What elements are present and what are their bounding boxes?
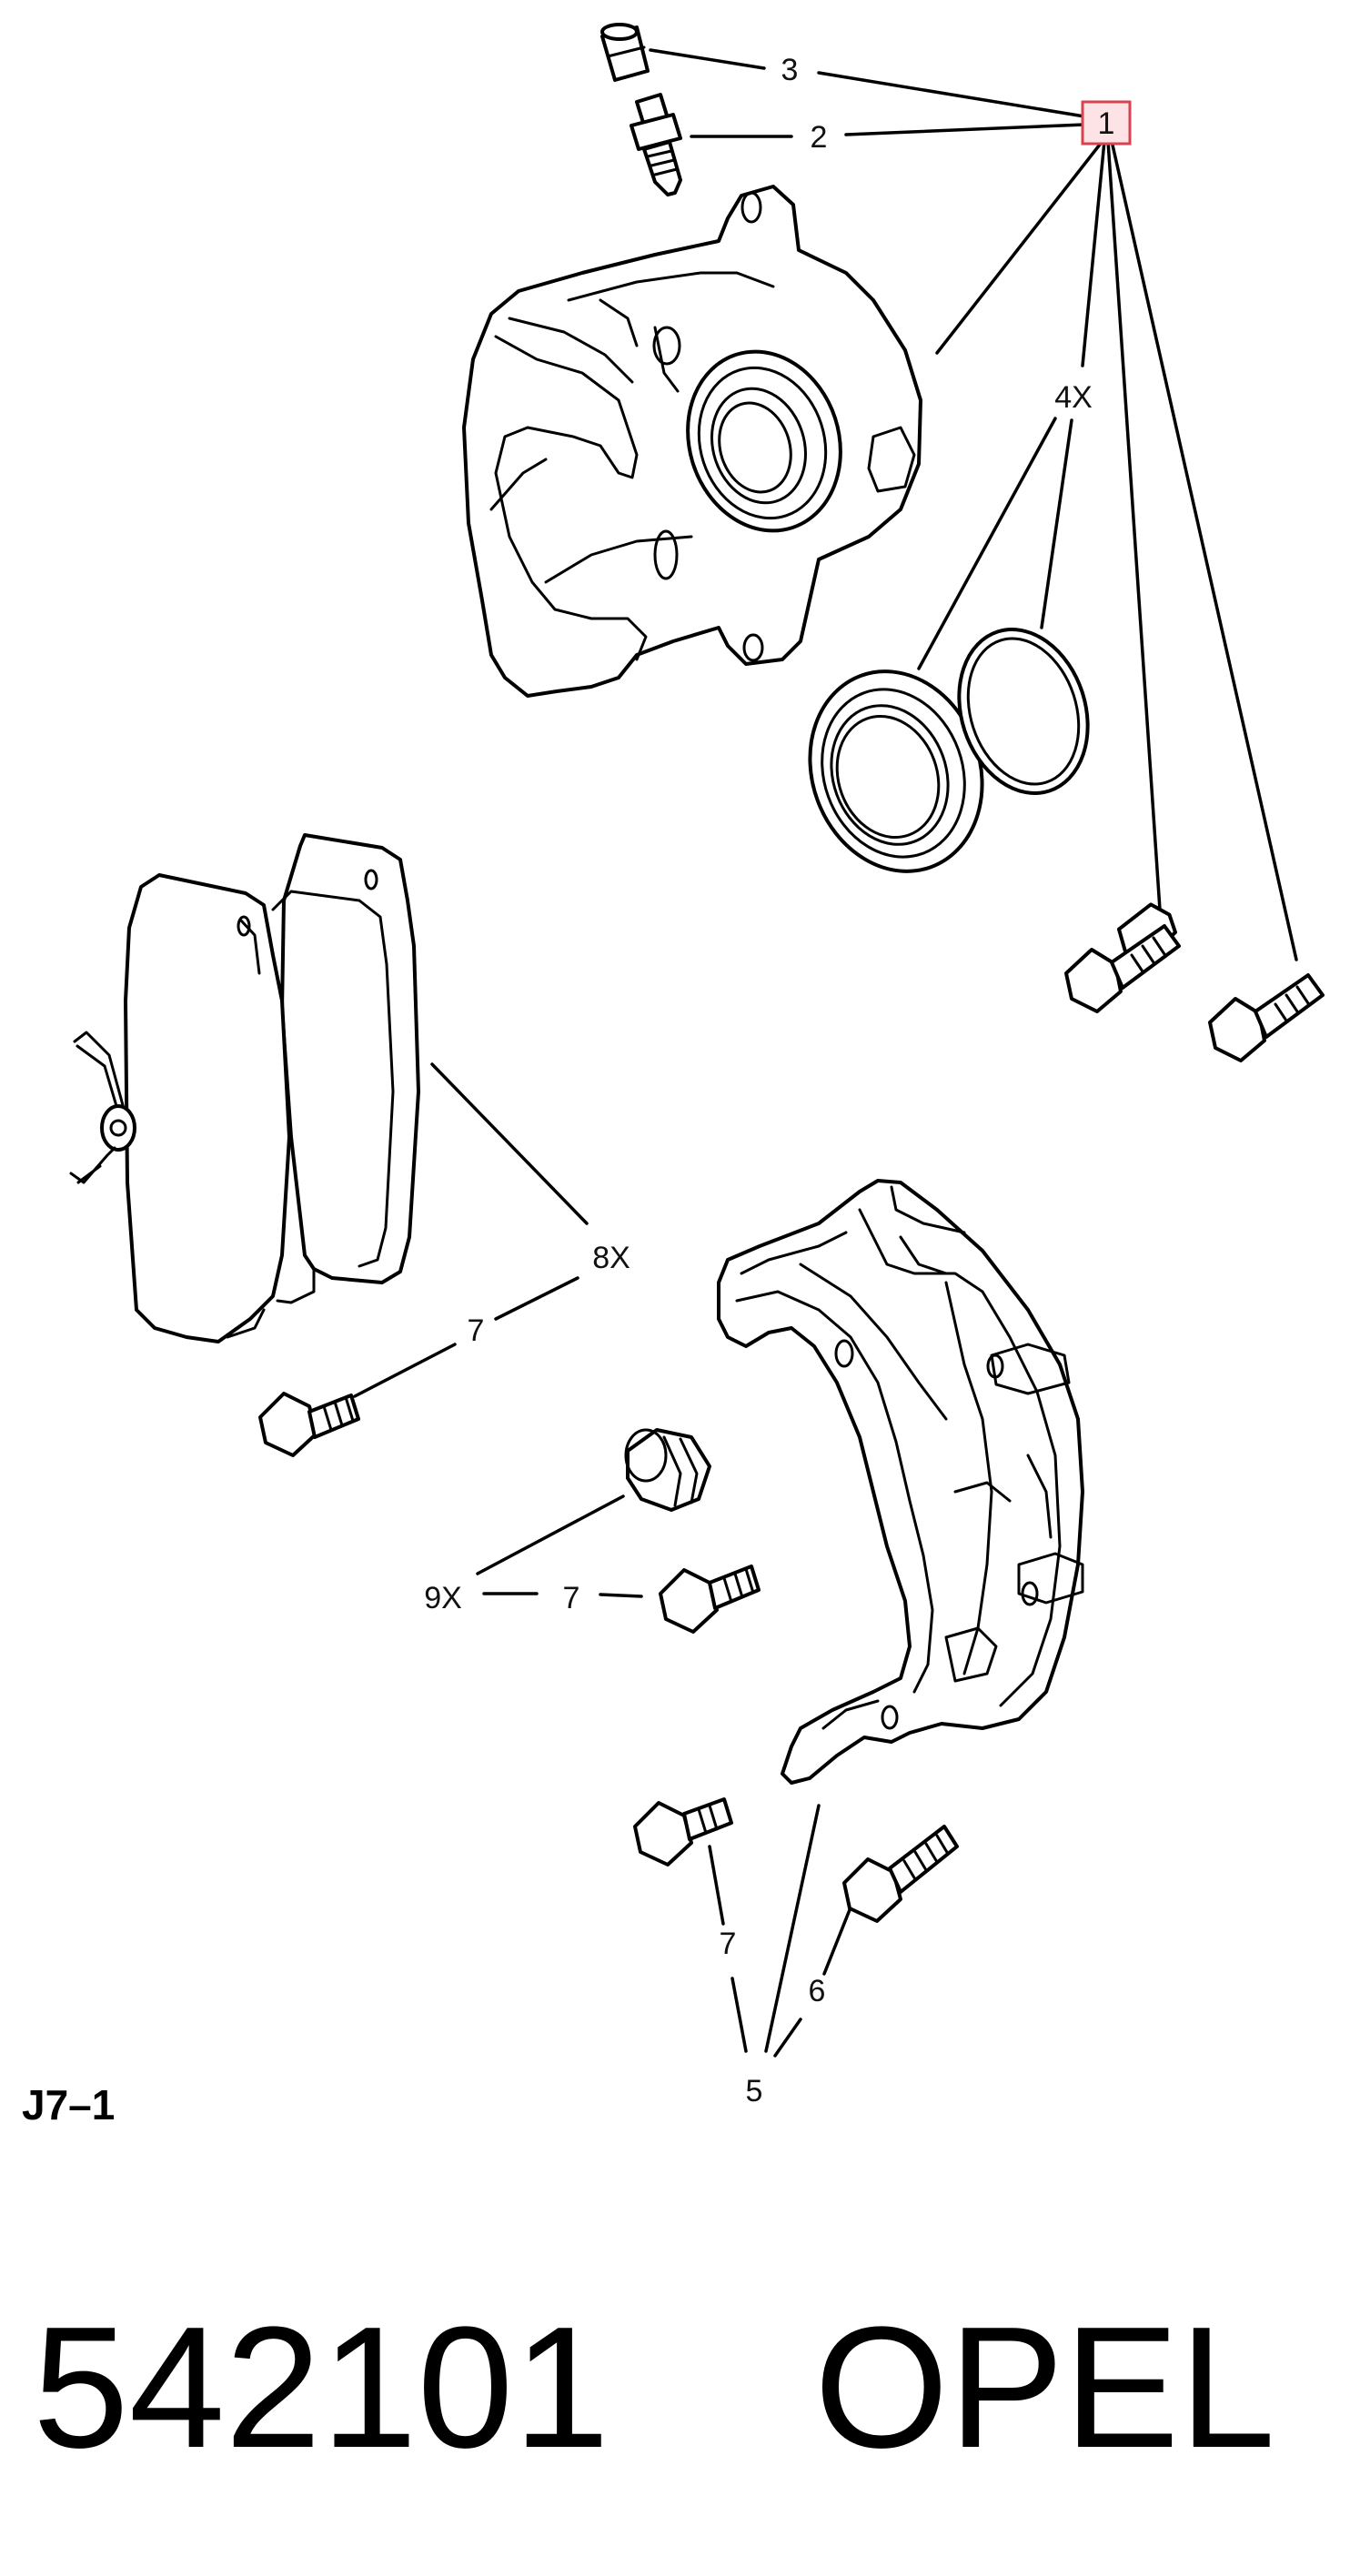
callout-2: 2 [811,120,828,155]
carrier-bolt-short [633,1797,733,1867]
brake-pad-rear [271,833,420,1284]
bleed-valve-dust-cap [600,23,650,82]
callout-labels: 1 3 2 4X 8X 7 9X 7 7 6 5 [424,53,1132,2108]
bleed-valve [630,93,682,196]
guide-bolt [659,1565,761,1634]
callout-8x: 8X [592,1241,630,1275]
carrier-bolt-long [842,1825,959,1923]
brand-name: OPEL [814,2291,1275,2484]
callout-4x: 4X [1054,380,1093,415]
brake-caliper-housing [462,185,922,698]
callout-1: 1 [1098,106,1115,141]
callout-3: 3 [781,53,799,87]
leader-lines [353,48,1298,2058]
pad-wear-indicator-clip [69,1031,136,1184]
caliper-bolt-left [1064,902,1181,1013]
piston-seal-ring [957,628,1090,795]
caliper-carrier-bracket [717,1179,1084,1785]
callout-7-pad-bolt: 7 [468,1313,485,1348]
callout-5: 5 [746,2074,763,2108]
caliper-bolt-right [1208,973,1325,1062]
callout-7-carrier-bolt: 7 [720,1927,737,1961]
guide-pin-bushing [624,1428,711,1512]
diagram-reference-code: J7–1 [22,2081,115,2128]
callout-6: 6 [809,1974,826,2008]
part-number: 542101 [33,2291,610,2484]
caliper-piston-bore [686,349,842,533]
pad-retaining-bolt [258,1392,360,1457]
brake-pad-front [69,873,316,1343]
callout-7-guide-bolt: 7 [563,1581,580,1615]
callout-1-highlight-box [1081,100,1132,146]
callout-9x: 9X [424,1581,462,1615]
